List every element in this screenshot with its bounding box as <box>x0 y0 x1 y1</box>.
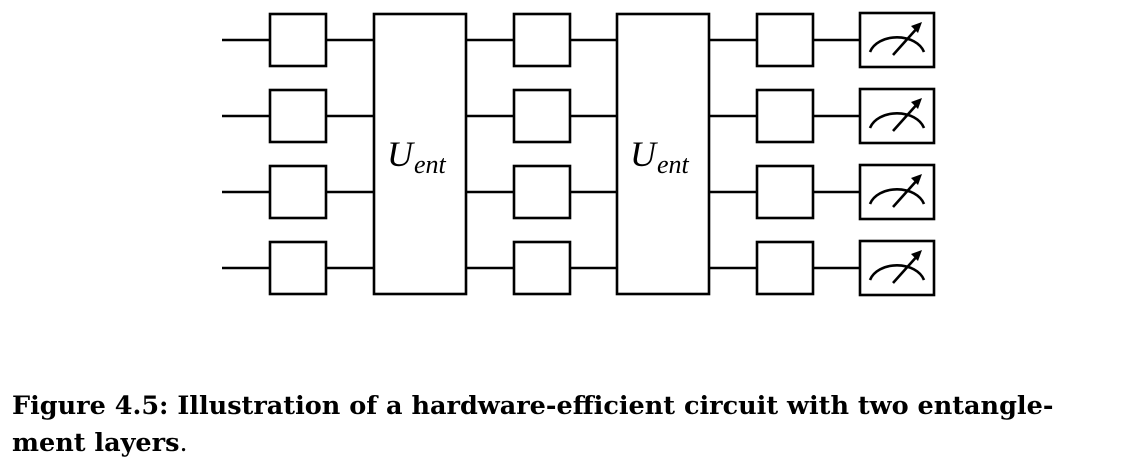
single-qubit-gate <box>268 240 328 296</box>
meter-icon <box>858 87 936 145</box>
meter-needle-head <box>911 250 922 261</box>
entangler-subscript: ent <box>414 150 447 179</box>
single-qubit-gate <box>268 164 328 220</box>
meter-needle-head <box>911 98 922 109</box>
single-qubit-gate <box>755 88 815 144</box>
caption-text: Illustration of a hardware-efficient cir… <box>168 391 1054 421</box>
meter-needle <box>892 25 920 56</box>
meter-arc <box>868 188 926 205</box>
meter-needle <box>892 101 920 132</box>
caption-label: Figure 4.5: <box>12 391 169 421</box>
single-qubit-gate <box>755 240 815 296</box>
single-qubit-gate <box>512 88 572 144</box>
single-qubit-gate <box>512 164 572 220</box>
entangling-gate-box <box>372 12 468 296</box>
meter-icon <box>858 163 936 221</box>
entangling-layer: Uent <box>372 12 468 296</box>
meter-needle <box>892 177 920 208</box>
meter-icon <box>858 11 936 69</box>
meter-needle-head <box>911 22 922 33</box>
single-qubit-gate <box>512 240 572 296</box>
entangler-label: Uent <box>630 134 690 179</box>
caption-text-continued: ment layers <box>12 428 180 458</box>
meter-needle-head <box>911 174 922 185</box>
entangling-gate-box <box>615 12 711 296</box>
entangler-subscript: ent <box>657 150 690 179</box>
single-qubit-gate <box>268 88 328 144</box>
measurement-box <box>858 163 936 221</box>
single-qubit-gate <box>268 12 328 68</box>
qubit-wires <box>222 38 862 270</box>
measurement-box <box>858 239 936 297</box>
entangler-symbol: U <box>630 134 658 174</box>
meter-icon <box>858 239 936 297</box>
measurement-box <box>858 11 936 69</box>
single-qubit-gate <box>755 164 815 220</box>
entangling-layer: Uent <box>615 12 711 296</box>
figure-caption: Figure 4.5: Illustration of a hardware-e… <box>12 388 1136 462</box>
entangler-label: Uent <box>387 134 447 179</box>
single-qubit-gate <box>512 12 572 68</box>
caption-end-mark: . <box>179 428 188 458</box>
entangler-symbol: U <box>387 134 415 174</box>
meter-arc <box>868 264 926 281</box>
meter-arc <box>868 112 926 129</box>
single-qubit-gate <box>755 12 815 68</box>
meter-needle <box>892 253 920 284</box>
measurement-box <box>858 87 936 145</box>
meter-arc <box>868 36 926 53</box>
